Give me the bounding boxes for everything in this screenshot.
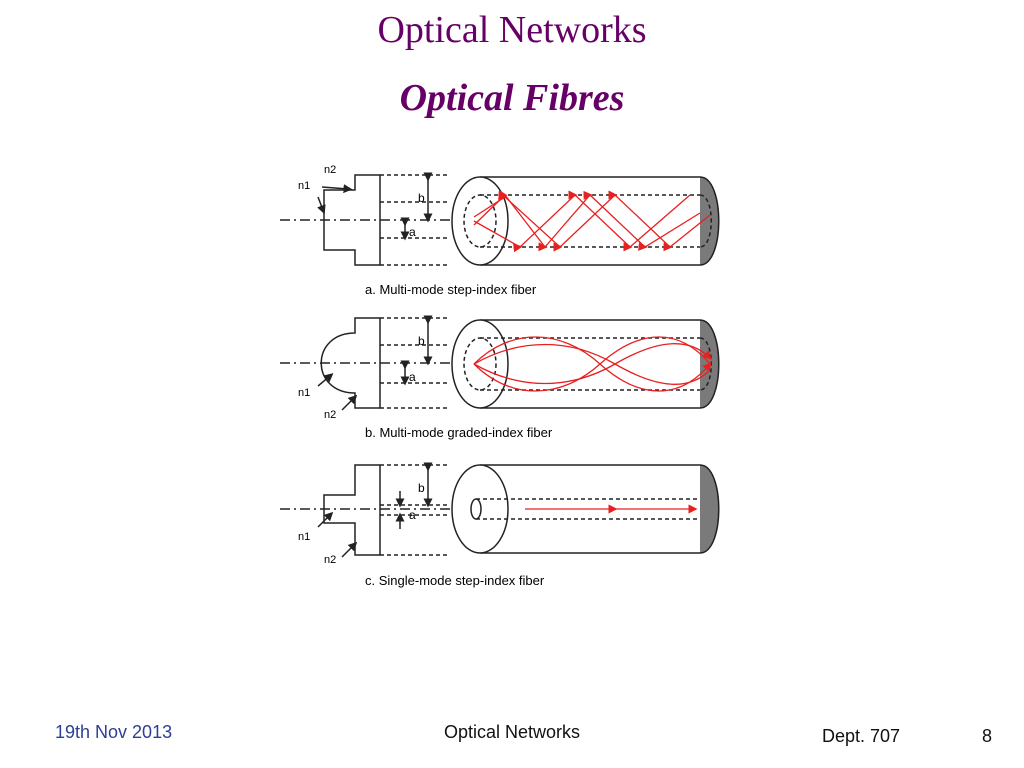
label-n2: n2 xyxy=(324,554,336,566)
label-a: a xyxy=(409,508,416,522)
label-n1: n1 xyxy=(298,387,310,399)
footer-center: Optical Networks xyxy=(443,722,581,742)
panel-step-index-multimode: n2 n1 b a a. Multi-mode step-index fiber xyxy=(280,164,720,297)
footer-dept: Dept. 707 xyxy=(822,726,901,746)
label-n2: n2 xyxy=(324,409,336,421)
label-b: b xyxy=(418,191,425,205)
slide-title: Optical Networks xyxy=(377,9,647,51)
label-n1: n1 xyxy=(298,531,310,543)
fiber-cylinder xyxy=(451,464,720,554)
panel-single-mode: b a n1 n2 c. Single-mode step-index fibe… xyxy=(280,462,720,588)
label-n2: n2 xyxy=(324,164,336,176)
label-a: a xyxy=(409,370,416,384)
caption-b: b. Multi-mode graded-index fiber xyxy=(365,425,553,440)
panel-graded-index-multimode: b a n1 n2 b. Multi-mode graded-index fib… xyxy=(280,315,720,440)
label-b: b xyxy=(418,334,425,348)
label-n1: n1 xyxy=(298,180,310,192)
index-profile-single xyxy=(280,462,450,558)
label-b: b xyxy=(418,481,425,495)
caption-c: c. Single-mode step-index fiber xyxy=(365,573,545,588)
light-rays xyxy=(473,189,711,253)
index-profile-graded xyxy=(280,315,450,411)
light-rays xyxy=(473,336,712,392)
fiber-cylinder xyxy=(451,176,720,266)
optical-fiber-diagram: n2 n1 b a a. Multi-mode step-index fiber xyxy=(280,164,720,588)
slide-subtitle: Optical Fibres xyxy=(399,77,625,119)
fiber-cylinder xyxy=(451,319,720,409)
index-profile-step xyxy=(280,172,450,266)
caption-a: a. Multi-mode step-index fiber xyxy=(365,282,537,297)
page-number: 8 xyxy=(982,726,993,746)
footer-date: 19th Nov 2013 xyxy=(55,722,173,742)
label-a: a xyxy=(409,225,416,239)
